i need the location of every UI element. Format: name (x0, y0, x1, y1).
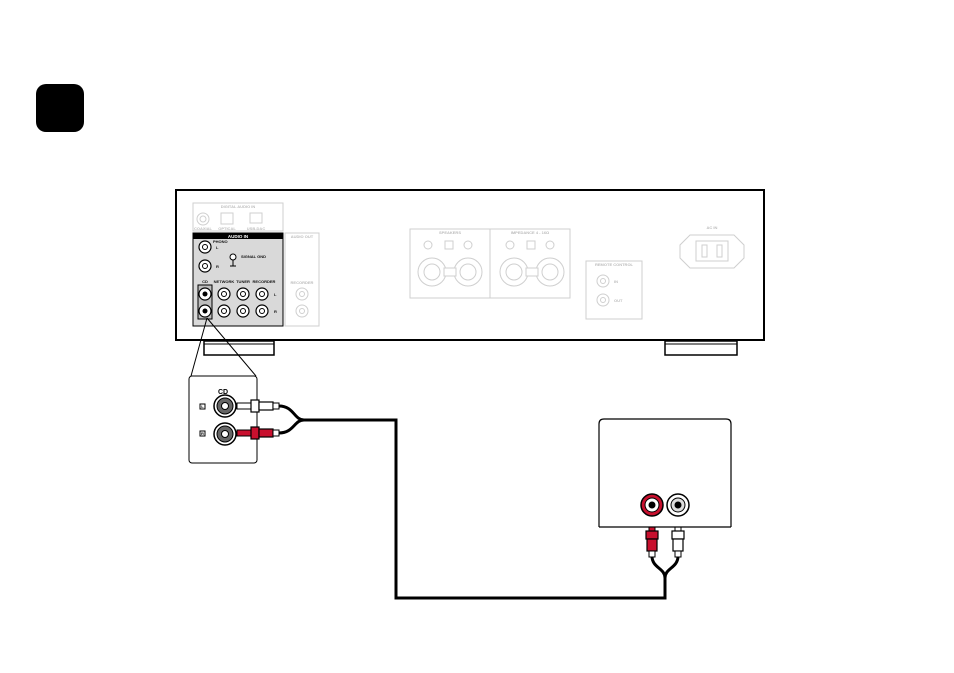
audio-out-recorder-label: RECORDER (291, 280, 314, 285)
speaker-terminals-a (417, 240, 483, 287)
input-r-label: R (274, 309, 277, 314)
audio-in-label: AUDIO IN (228, 234, 248, 239)
digital-coaxial-label: COAXIAL (194, 226, 213, 231)
digital-audio-in-panel: DIGITAL AUDIO IN COAXIAL OPTICAL USB-DAC (192, 202, 284, 232)
signal-gnd-label: SIGNAL GND (241, 254, 266, 259)
ac-in-label: AC IN (707, 225, 718, 230)
amplifier-rear-panel: DIGITAL AUDIO IN COAXIAL OPTICAL USB-DAC… (175, 189, 765, 356)
speakers-label: SPEAKERS (439, 230, 461, 235)
digital-audio-in-label: DIGITAL AUDIO IN (221, 204, 256, 209)
remote-control-panel: REMOTE CONTROL IN OUT (585, 260, 643, 320)
ac-inlet: AC IN (679, 225, 745, 269)
speaker-terminals-b (499, 240, 565, 287)
speakers-panel: SPEAKERS IMPEDANCE 4 - 16Ω (409, 228, 571, 299)
callout-r-label: R (201, 431, 204, 436)
input-label-tuner: TUNER (236, 279, 250, 284)
input-l-label: L (274, 292, 277, 297)
speakers-impedance-label: IMPEDANCE 4 - 16Ω (511, 230, 550, 235)
phono-l-label: L (216, 245, 219, 250)
foot-right (664, 340, 738, 356)
input-label-cd: CD (202, 279, 208, 284)
source-jack-r (640, 493, 664, 517)
audio-out-panel: AUDIO OUT RECORDER (284, 232, 320, 327)
audio-in-jacks: L R (197, 284, 277, 320)
callout-jack-r (213, 422, 237, 446)
callout-cd-label: CD (218, 389, 228, 396)
input-label-network: NETWORK (214, 279, 235, 284)
phono-label: PHONO (213, 239, 228, 244)
remote-control-label: REMOTE CONTROL (595, 262, 634, 267)
foot-left (203, 340, 275, 356)
digital-optical-label: OPTICAL (218, 226, 236, 231)
callout-jack-l (213, 394, 237, 418)
source-jack-l (666, 493, 690, 517)
remote-in-label: IN (614, 279, 618, 284)
input-label-recorder: RECORDER (253, 279, 276, 284)
cd-jack-callout: CD L R (188, 317, 258, 464)
digital-usb-label: USB-DAC (247, 226, 266, 231)
cable-run (304, 418, 667, 600)
step-badge (36, 84, 84, 132)
remote-out-label: OUT (614, 298, 623, 303)
source-device (598, 418, 732, 528)
audio-out-label: AUDIO OUT (291, 234, 314, 239)
phono-r-label: R (216, 264, 219, 269)
rca-cable (236, 399, 685, 600)
rca-plug-red-left (236, 426, 280, 440)
callout-l-label: L (201, 404, 204, 409)
audio-in-panel: AUDIO IN PHONO L R SIGNAL GND CD NETWORK… (192, 232, 284, 327)
